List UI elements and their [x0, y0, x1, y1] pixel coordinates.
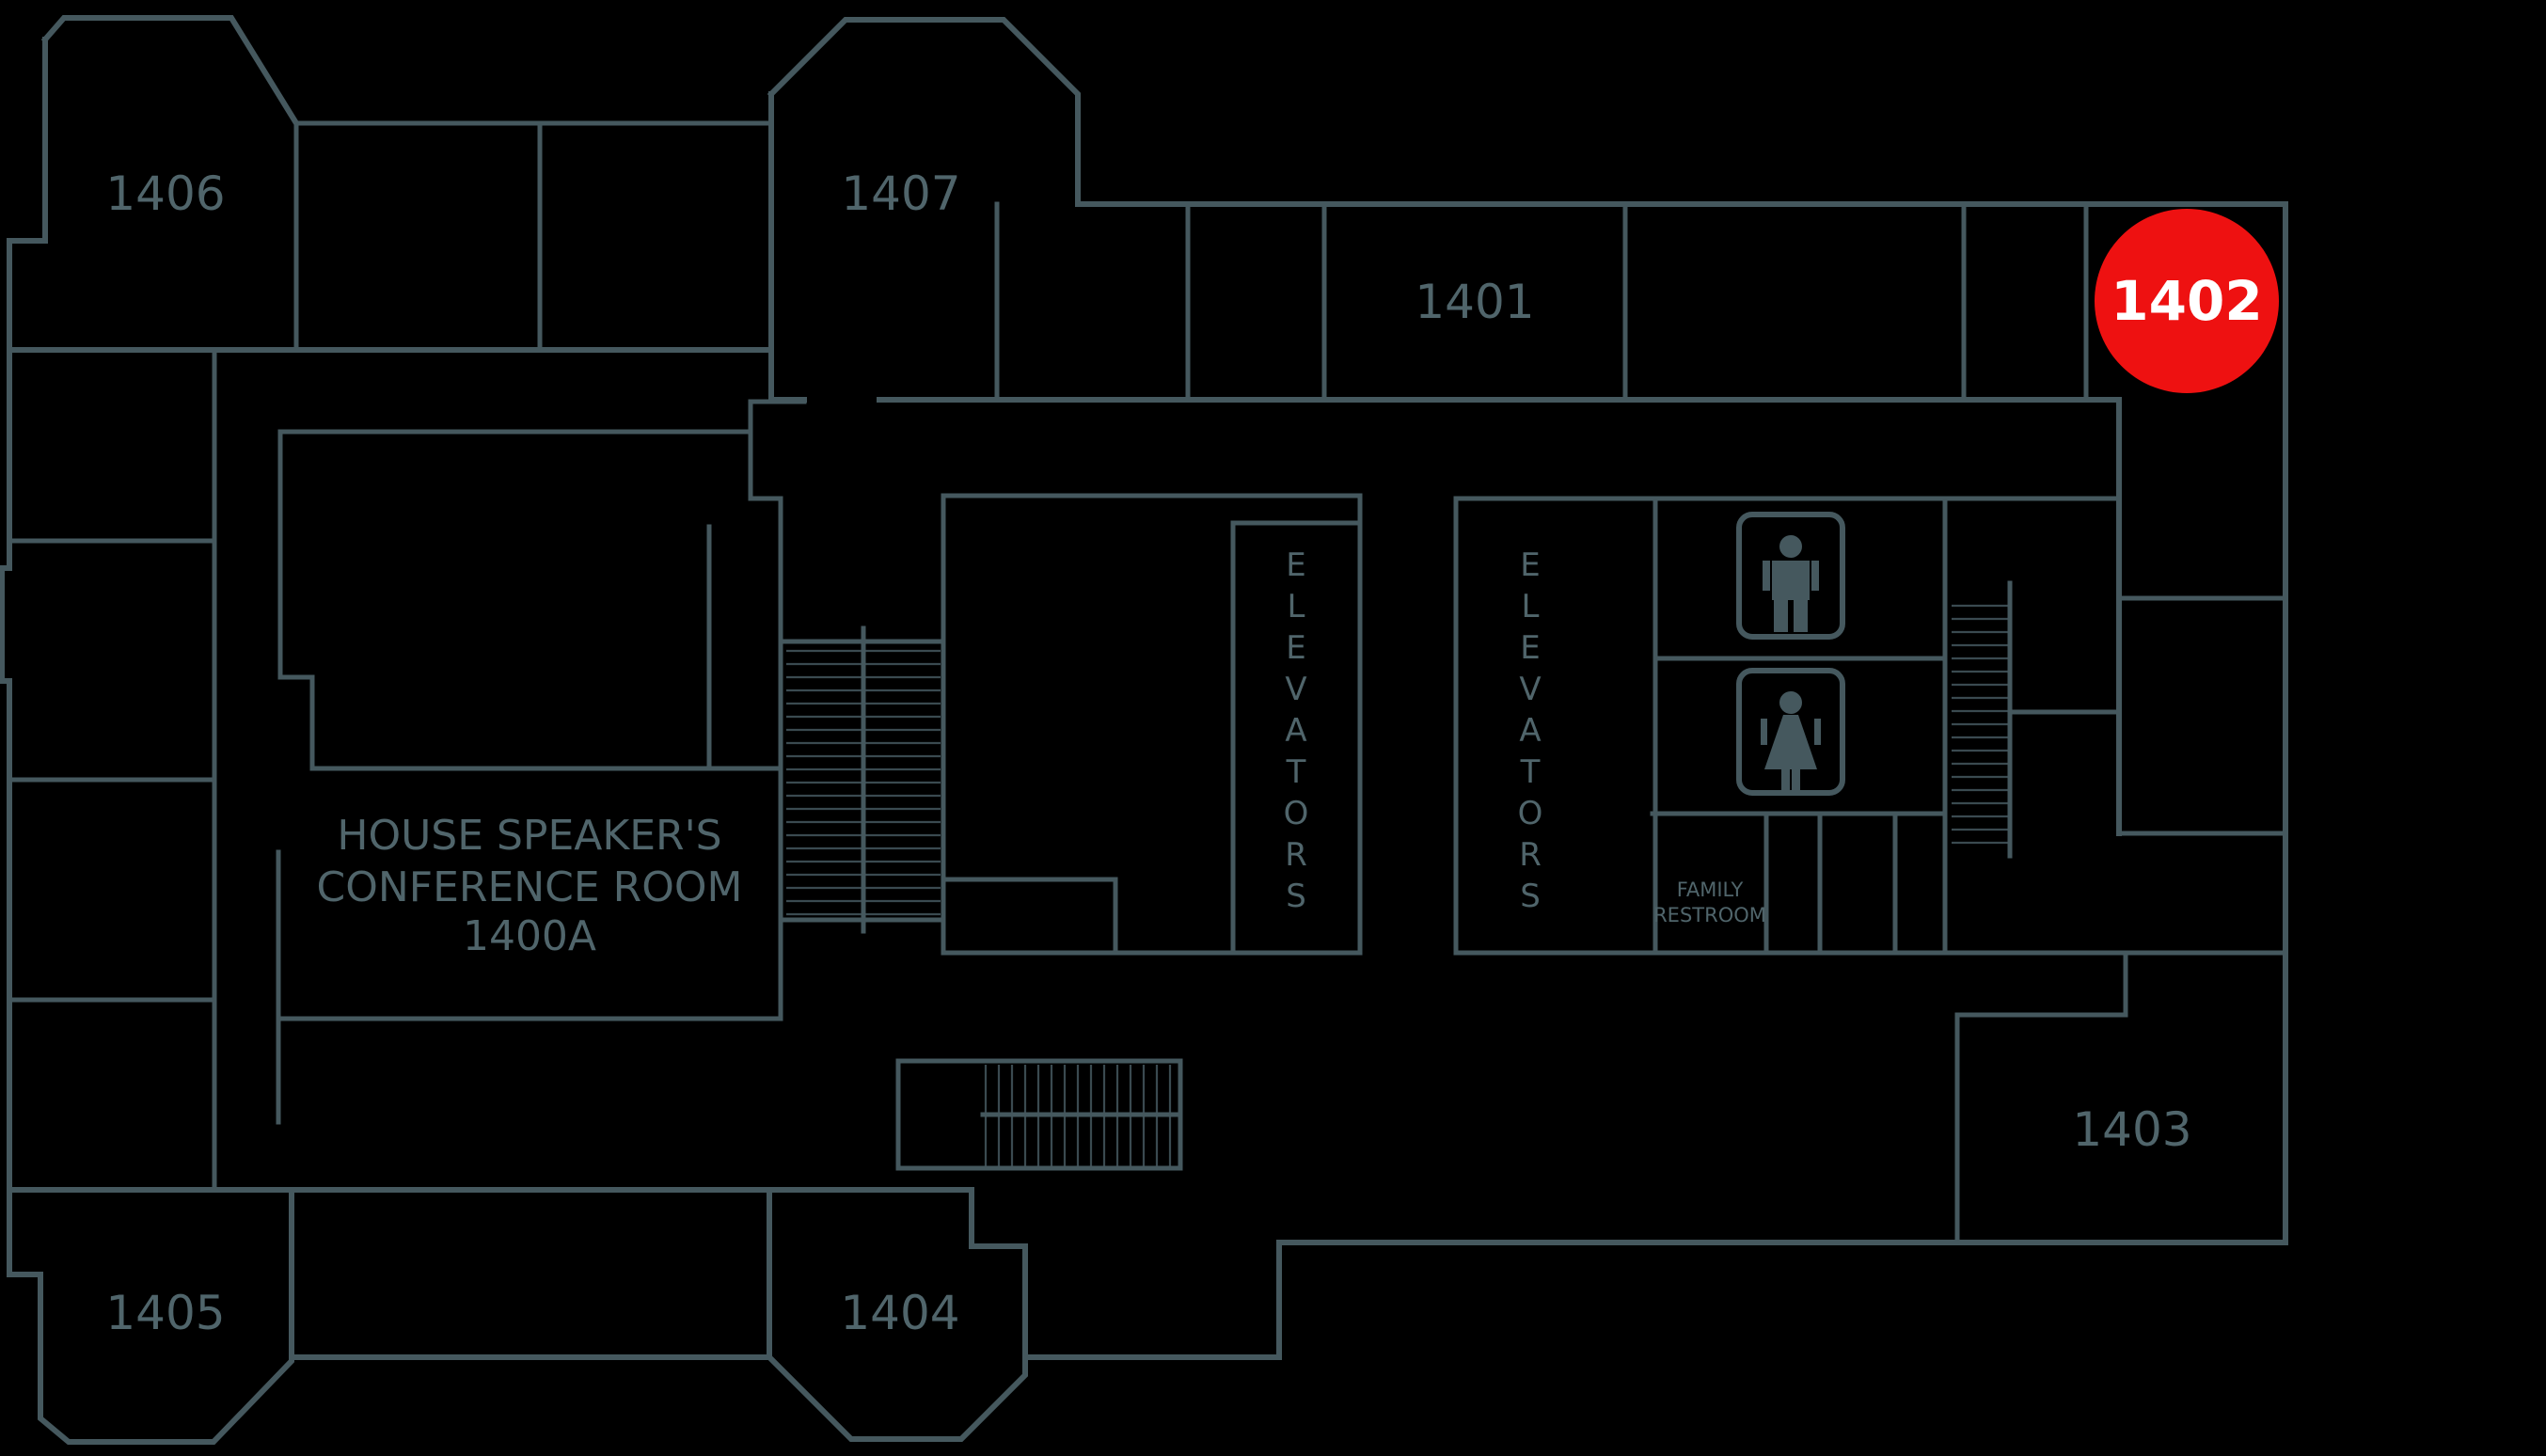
stairs-icon: [786, 649, 941, 916]
room-label-1407: 1407: [841, 166, 960, 221]
outer-walls: [0, 15, 2288, 1445]
svg-text:1400A: 1400A: [463, 912, 596, 960]
svg-text:RESTROOM: RESTROOM: [1653, 904, 1766, 926]
svg-text:FAMILY: FAMILY: [1677, 878, 1744, 901]
room-label-1405: 1405: [105, 1286, 225, 1340]
room-label-1403: 1403: [2072, 1102, 2191, 1157]
inner-walls: [7, 120, 2288, 1245]
room-label-1404: 1404: [840, 1286, 959, 1340]
family-restroom-label: FAMILY RESTROOM: [1653, 878, 1766, 926]
room-label-1401: 1401: [1415, 275, 1534, 329]
svg-text:CONFERENCE ROOM: CONFERENCE ROOM: [317, 863, 743, 911]
stairs-icon: [1952, 604, 2008, 845]
mens-restroom-icon: [1736, 512, 1845, 640]
badge-label: 1402: [2111, 269, 2262, 333]
conference-room-label: HOUSE SPEAKER'S CONFERENCE ROOM 1400A: [317, 812, 743, 960]
stairs-icon: [984, 1065, 1172, 1166]
svg-text:HOUSE SPEAKER'S: HOUSE SPEAKER'S: [337, 812, 721, 860]
womens-restroom-icon: [1736, 668, 1845, 796]
location-marker-1402[interactable]: 1402: [2095, 209, 2279, 393]
room-label-1406: 1406: [105, 166, 225, 221]
